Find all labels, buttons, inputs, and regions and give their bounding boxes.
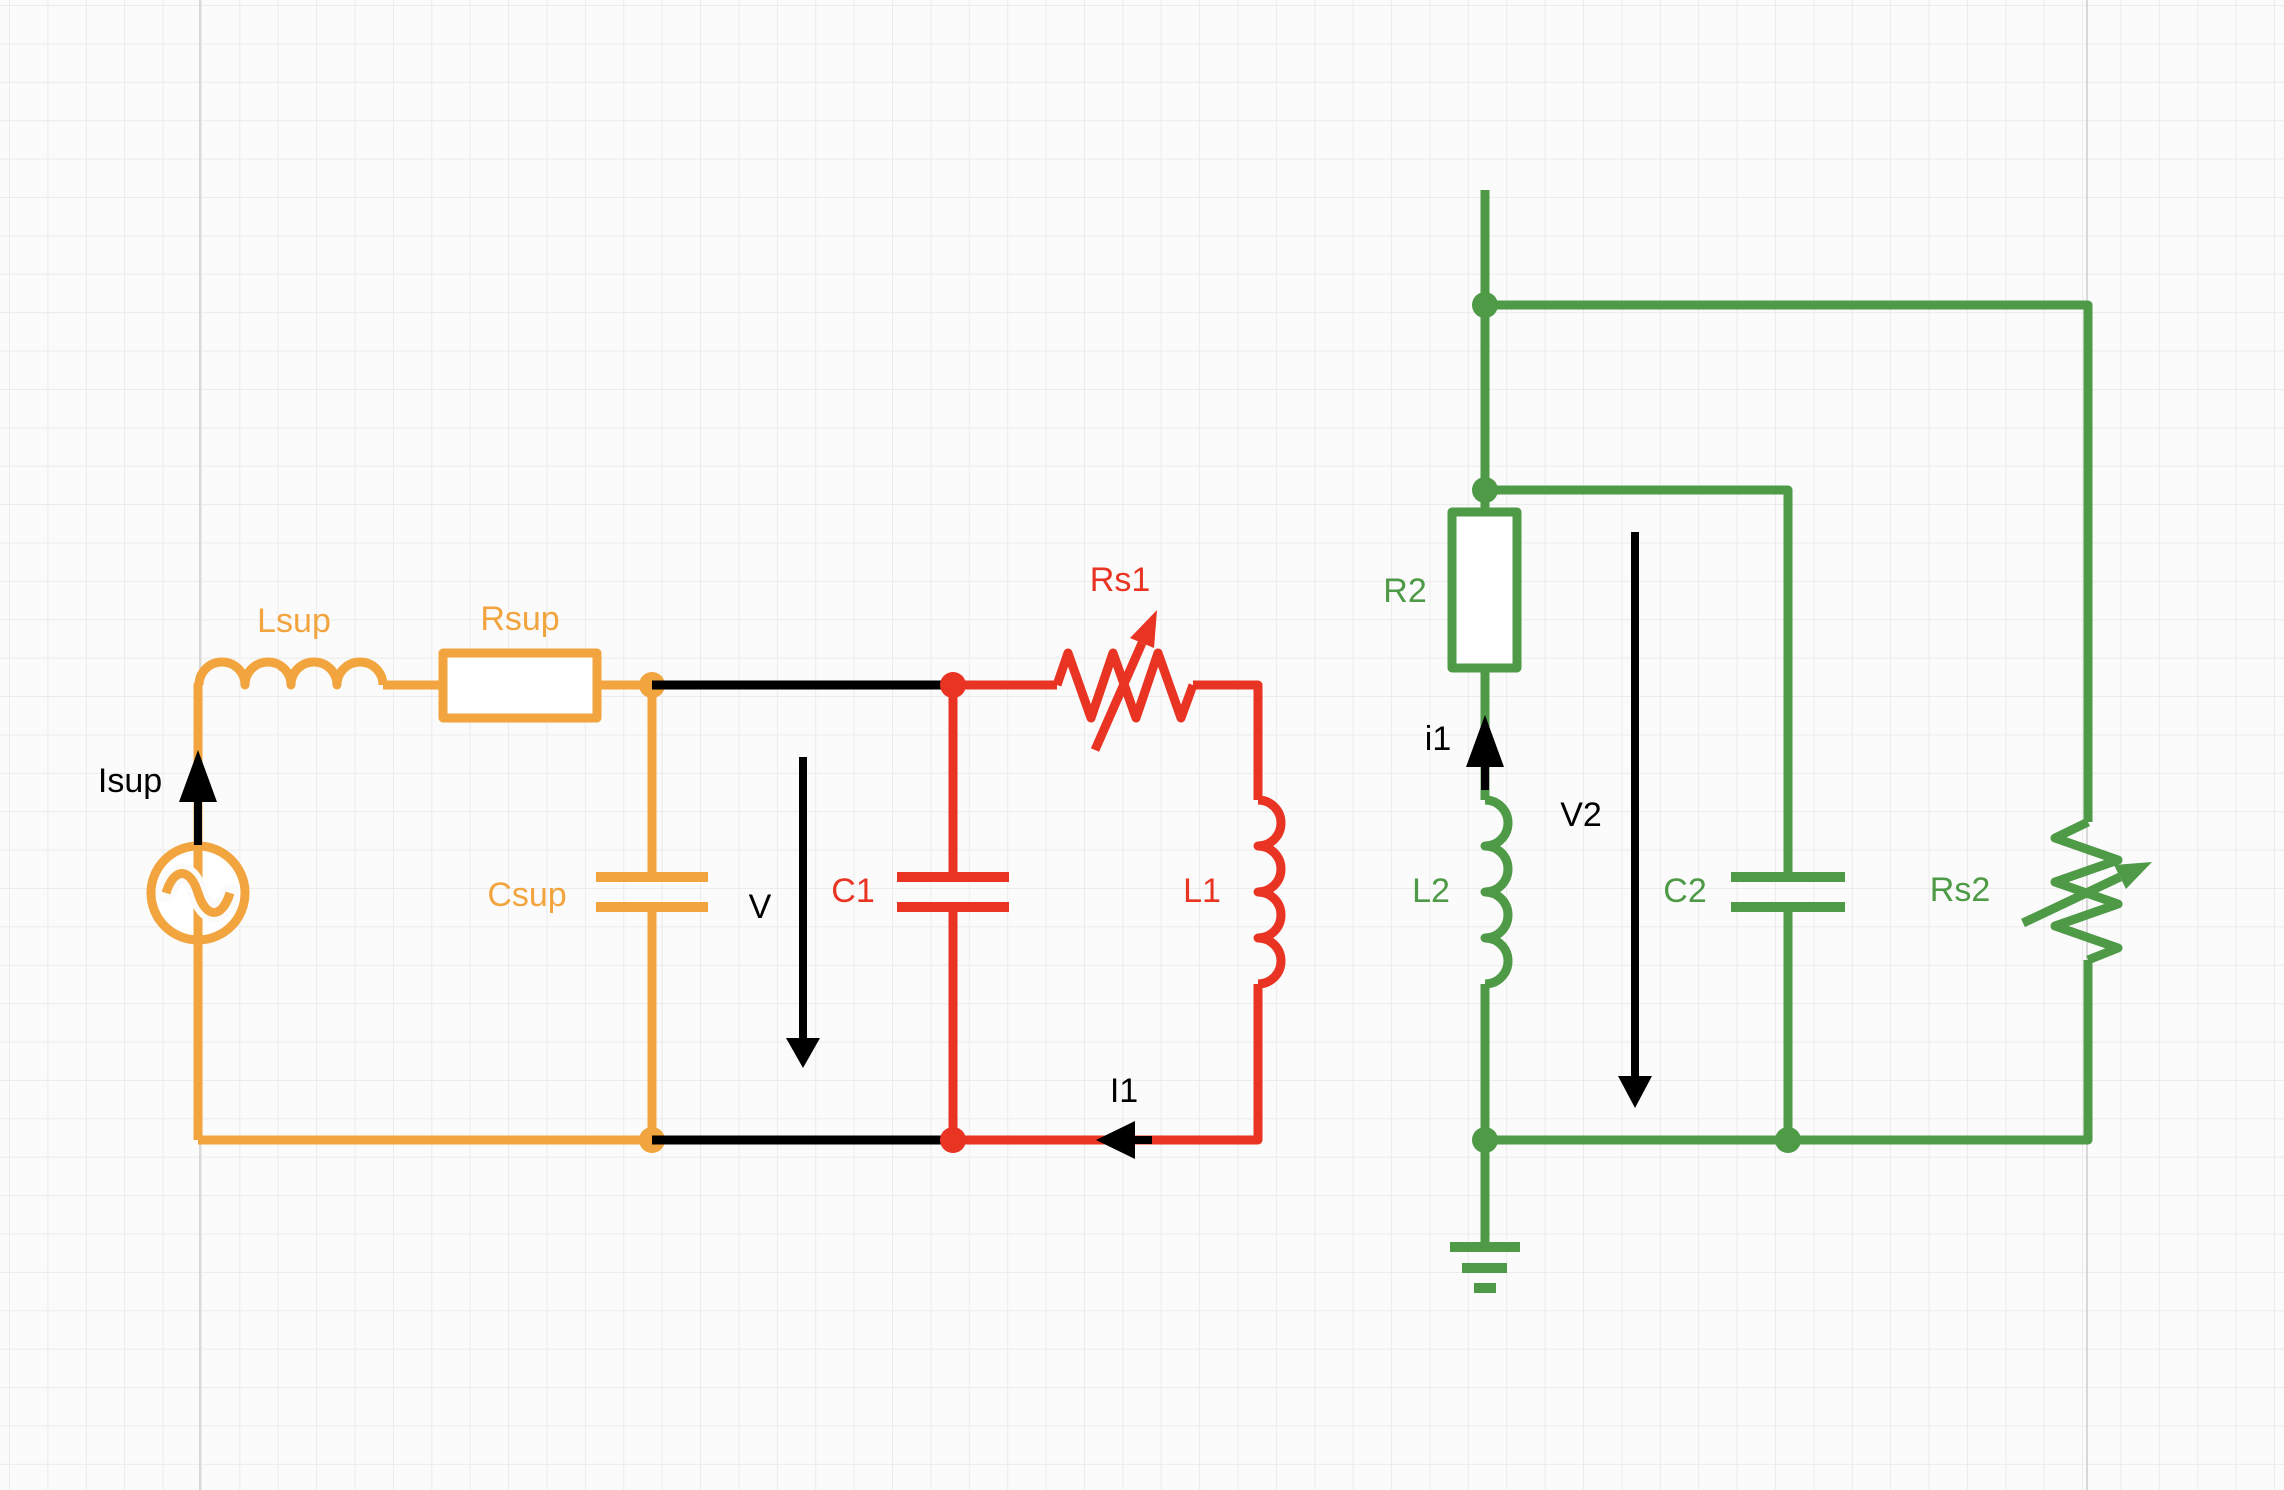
secondary-network[interactable] [1447,190,2152,1293]
junction-dot-bottom-right [940,1127,966,1153]
label-rsup: Rsup [480,600,560,638]
label-v: V [748,888,772,926]
secondary-wires[interactable] [1480,190,2093,1243]
junction-dot-top-right [940,672,966,698]
label-l1: L1 [1183,872,1221,910]
label-rs1: Rs1 [1089,561,1151,599]
current-arrow-i1-branch[interactable] [1466,715,1504,790]
junction-dot-green-bottom-mid [1775,1127,1801,1153]
ground-symbol[interactable] [1450,1242,1520,1293]
variable-resistor-rs2-arrow[interactable] [2021,862,2152,928]
junction-dot-green-top [1472,292,1498,318]
inductor-l1[interactable] [1253,795,1286,989]
ac-current-source-isup[interactable] [146,841,250,945]
resistor-r2[interactable] [1447,507,1522,673]
label-isup: Isup [97,762,163,800]
supply-loop[interactable] [146,648,708,1153]
voltage-arrow-v2[interactable] [1618,532,1652,1108]
label-i1-loop: I1 [1109,1072,1139,1110]
capacitor-csup[interactable] [596,872,708,912]
label-csup: Csup [487,876,567,914]
current-arrow-isup[interactable] [179,750,217,845]
capacitor-c1[interactable] [897,872,1009,912]
inductor-lsup[interactable] [194,657,388,690]
sine-wave-icon [161,869,235,917]
capacitor-c2[interactable] [1731,872,1845,912]
label-lsup: Lsup [257,602,331,640]
label-l2: L2 [1412,872,1450,910]
shared-bus-wires[interactable] [652,680,953,1145]
label-c2: C2 [1663,872,1707,910]
inductor-l2[interactable] [1480,795,1513,989]
current-arrow-i1-loop[interactable] [1096,1121,1152,1159]
label-c1: C1 [831,872,875,910]
junction-dot-green-mid [1472,477,1498,503]
resistor-rsup[interactable] [438,648,602,723]
label-rs2: Rs2 [1929,871,1991,909]
label-v2: V2 [1560,796,1602,834]
label-i1-branch: i1 [1424,720,1452,758]
voltage-arrow-v[interactable] [786,757,820,1068]
junction-dot-green-bottom-left [1472,1127,1498,1153]
primary-tank-loop[interactable] [897,610,1286,1153]
variable-resistor-rs1-arrow[interactable] [1090,610,1157,752]
supply-wires[interactable] [193,680,657,1145]
label-r2: R2 [1383,572,1427,610]
primary-wires[interactable] [948,680,1263,1145]
